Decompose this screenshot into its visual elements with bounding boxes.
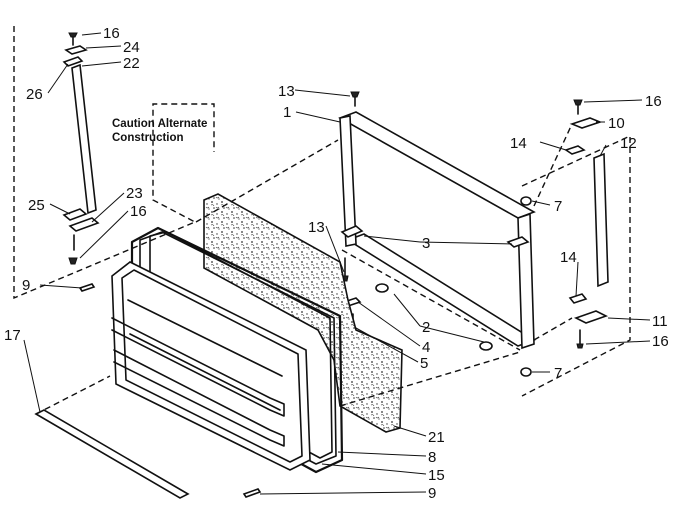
caution-note-line2: Construction bbox=[112, 132, 184, 144]
callout-16-top-left: 16 bbox=[103, 25, 120, 42]
callout-9-bottom: 9 bbox=[428, 485, 436, 502]
callout-11: 11 bbox=[652, 313, 668, 330]
callout-14-top: 14 bbox=[510, 135, 527, 152]
alternate-construction-boundary bbox=[13, 26, 215, 300]
callout-12: 12 bbox=[620, 135, 637, 152]
right-hinge-assembly bbox=[564, 99, 609, 349]
callout-7-top: 7 bbox=[554, 198, 562, 215]
callout-labels: 16 24 22 26 23 16 25 9 17 1 13 13 3 2 4 … bbox=[4, 25, 669, 502]
callout-13-top: 13 bbox=[278, 83, 295, 100]
callout-22: 22 bbox=[123, 55, 140, 72]
callout-23: 23 bbox=[126, 185, 143, 202]
callout-7-bottom: 7 bbox=[554, 365, 562, 382]
callout-21: 21 bbox=[428, 429, 445, 446]
alternate-hinge-assembly bbox=[62, 32, 100, 292]
bottom-trim-strip bbox=[34, 409, 190, 499]
callout-16-mid-left: 16 bbox=[130, 203, 147, 220]
callout-26: 26 bbox=[26, 86, 43, 103]
right-hinge-boundary bbox=[521, 134, 631, 397]
callout-14-lower: 14 bbox=[560, 249, 577, 266]
callout-13-lower: 13 bbox=[308, 219, 325, 236]
callout-8: 8 bbox=[428, 449, 436, 466]
callout-9-left: 9 bbox=[22, 277, 30, 294]
callout-3: 3 bbox=[422, 235, 430, 252]
callout-16-top-right: 16 bbox=[645, 93, 662, 110]
door-panel bbox=[111, 261, 311, 471]
callout-17: 17 bbox=[4, 327, 21, 344]
callout-5: 5 bbox=[420, 355, 428, 372]
assembly-guide-lines bbox=[195, 123, 573, 407]
callout-25: 25 bbox=[28, 197, 45, 214]
callout-24: 24 bbox=[123, 39, 140, 56]
callout-4: 4 bbox=[422, 339, 430, 356]
callout-1: 1 bbox=[283, 104, 291, 121]
strip-dashed-guide bbox=[35, 375, 111, 415]
bottom-screw bbox=[242, 488, 262, 498]
hinge-frame-assembly bbox=[338, 91, 536, 377]
caution-note-line1: Caution Alternate bbox=[112, 118, 207, 130]
leader-lines bbox=[23, 32, 651, 495]
callout-10: 10 bbox=[608, 115, 625, 132]
callout-2: 2 bbox=[422, 319, 430, 336]
callout-15: 15 bbox=[428, 467, 445, 484]
callout-16-bottom-right: 16 bbox=[652, 333, 669, 350]
